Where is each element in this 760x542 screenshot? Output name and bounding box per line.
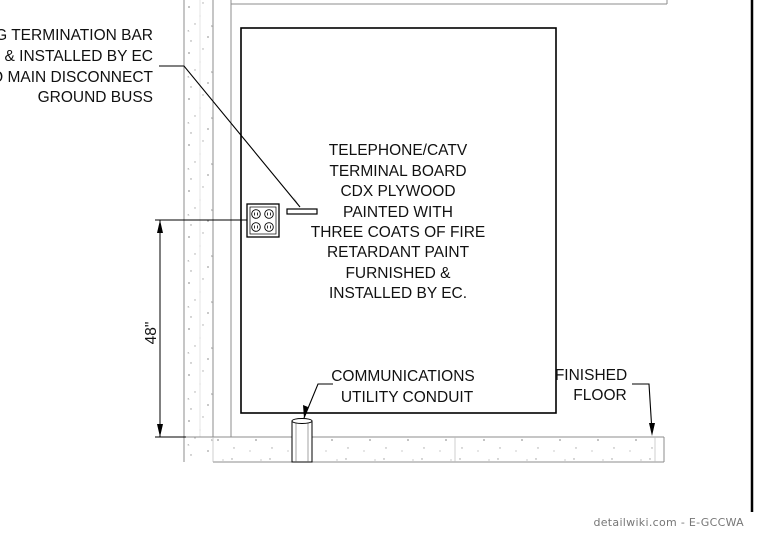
- board-note-line-6: RETARDANT PAINT: [327, 244, 470, 261]
- watermark: detailwiki.com - E-GCCWA: [593, 516, 744, 529]
- floor-note: FINISHED FLOOR: [555, 367, 627, 404]
- height-dimension: 48": [143, 219, 247, 438]
- ground-bar-note-line-1: ING TERMINATION BAR: [0, 27, 153, 44]
- floor-note-line-1: FINISHED: [555, 367, 627, 384]
- board-note: TELEPHONE/CATV TERMINAL BOARD CDX PLYWOO…: [311, 142, 486, 302]
- board-note-line-1: TELEPHONE/CATV: [329, 142, 468, 159]
- terminal-board: [240, 27, 557, 414]
- floor-leader: [632, 383, 655, 436]
- room-outline: [230, 0, 668, 437]
- board-note-line-5: THREE COATS OF FIRE: [311, 224, 486, 241]
- conduit-note-line-2: UTILITY CONDUIT: [341, 389, 474, 406]
- dimension-label: 48": [143, 322, 160, 345]
- board-note-line-7: FURNISHED &: [345, 265, 451, 282]
- ground-bar-note-line-4: GROUND BUSS: [38, 89, 153, 106]
- board-note-line-3: CDX PLYWOOD: [340, 183, 455, 200]
- ground-bar-note-line-2: ED & INSTALLED BY EC: [0, 48, 153, 65]
- conduit-leader: [303, 383, 333, 419]
- ground-bar-note: ING TERMINATION BAR ED & INSTALLED BY EC…: [0, 27, 154, 106]
- conduit-note: COMMUNICATIONS UTILITY CONDUIT: [331, 368, 475, 406]
- ground-termination-bar: [286, 208, 318, 215]
- conduit-note-line-1: COMMUNICATIONS: [331, 368, 475, 385]
- floor-note-line-2: FLOOR: [573, 387, 626, 404]
- board-note-line-4: PAINTED WITH: [343, 204, 453, 221]
- floor-slab: [184, 436, 665, 463]
- board-note-line-2: TERMINAL BOARD: [329, 163, 466, 180]
- ground-bar-note-line-3: TO MAIN DISCONNECT: [0, 69, 154, 86]
- ground-bar-leader: [159, 65, 301, 208]
- board-note-line-8: INSTALLED BY EC.: [329, 285, 467, 302]
- utility-conduit: [291, 418, 313, 463]
- concrete-wall: [183, 0, 214, 462]
- duplex-receptacle-icon: [246, 203, 280, 238]
